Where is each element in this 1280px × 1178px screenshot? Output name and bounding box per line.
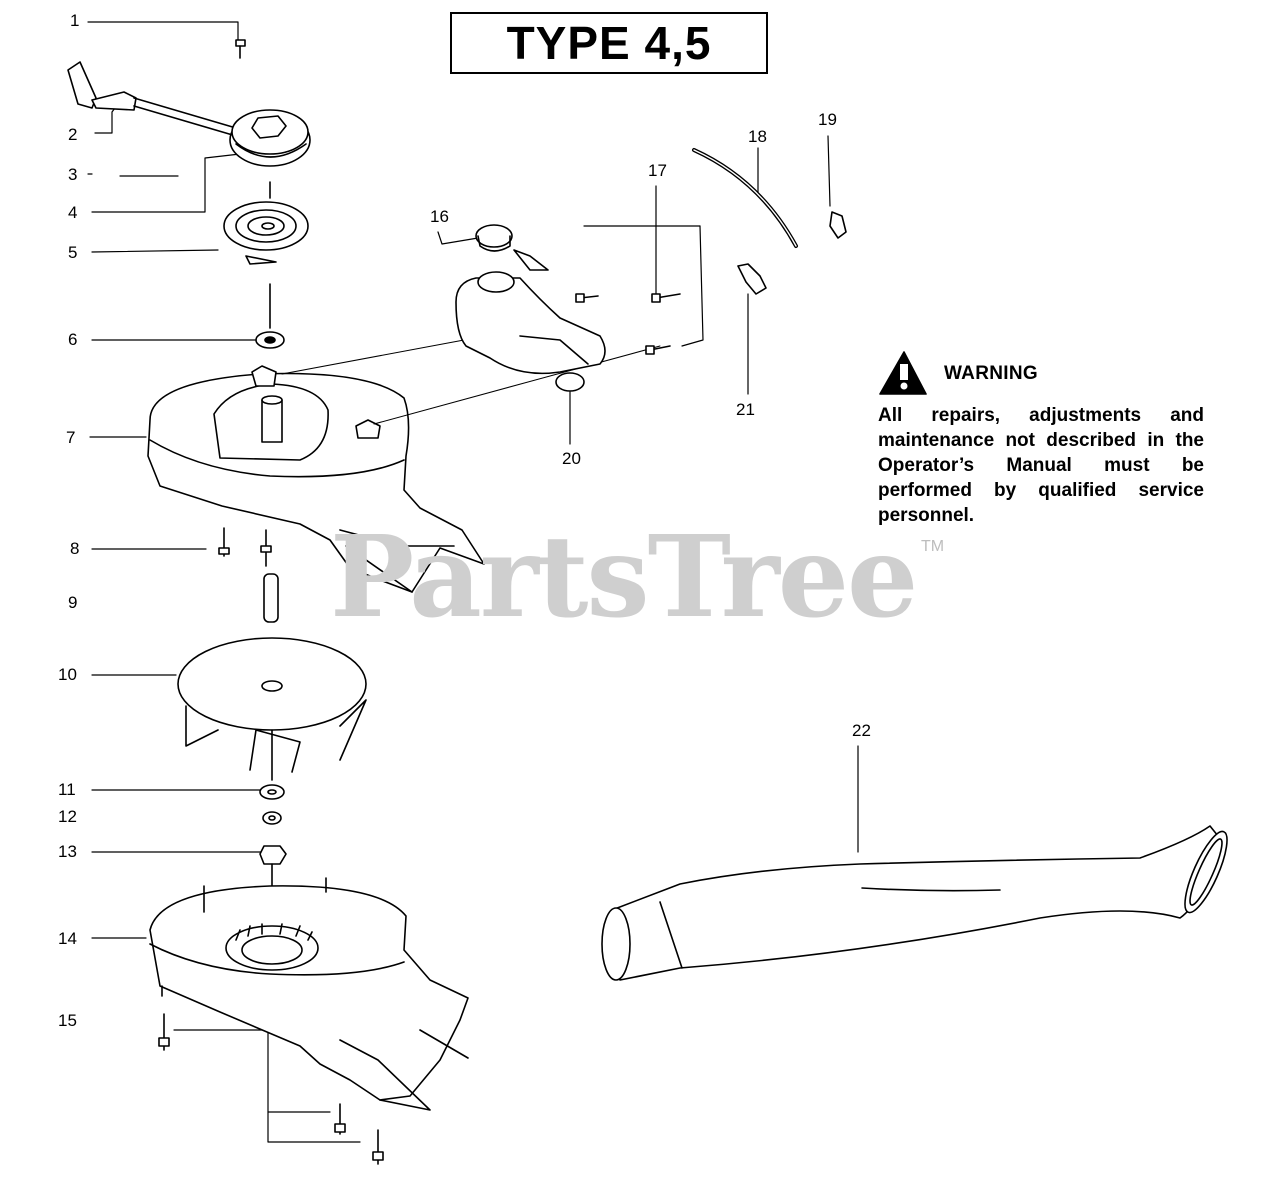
callout-17: 17 (648, 161, 667, 180)
starter-pulley-icon (229, 109, 311, 167)
recoil-spring-icon (223, 181, 309, 265)
callout-18: 18 (748, 127, 767, 146)
assembly-lines (281, 339, 661, 425)
warning-icon-spacer (874, 350, 930, 398)
screws-15-icon (158, 1013, 384, 1165)
callout-15: 15 (58, 1011, 77, 1030)
callout-21: 21 (736, 400, 755, 419)
warning-header: WARNING (874, 350, 1038, 398)
upper-fan-housing-icon (147, 365, 485, 593)
callout-3: 3 (68, 165, 78, 184)
lower-fan-housing-icon (149, 877, 469, 1111)
sleeve-9-icon (263, 573, 279, 623)
callout-1: 1 (70, 11, 80, 30)
tank-screws-icon (575, 293, 681, 355)
callout-20: 20 (562, 449, 581, 468)
washer-11-icon (259, 784, 285, 800)
watermark-trademark: TM (921, 538, 945, 555)
callout-16: 16 (430, 207, 449, 226)
callout-12: 12 (58, 807, 77, 826)
type-title: TYPE 4,5 (506, 17, 712, 69)
callout-8: 8 (70, 539, 80, 558)
washer-12-icon (262, 811, 282, 825)
starter-handle-icon (67, 61, 237, 137)
callout-14: 14 (58, 929, 77, 948)
warning-icon (879, 351, 927, 395)
screws-8-icon (218, 527, 272, 567)
callout-2: 2 (68, 125, 78, 144)
callout-9: 9 (68, 593, 78, 612)
callout-19: 19 (818, 110, 837, 129)
callout-7: 7 (66, 428, 76, 447)
warning-text: All repairs, adjustments and maintenance… (878, 405, 1204, 526)
fan-impeller-icon (177, 637, 367, 781)
callout-10: 10 (58, 665, 77, 684)
callout-11: 11 (58, 780, 76, 799)
callout-6: 6 (68, 330, 78, 349)
fitting-21-icon (737, 263, 767, 295)
blower-tube-icon (601, 825, 1228, 981)
fuel-cap-icon (475, 224, 549, 271)
warning-label: WARNING (944, 363, 1038, 384)
screw-1-icon (235, 39, 246, 59)
type-title-box: TYPE 4,5 (450, 12, 768, 74)
watermark-text: PartsTree (330, 512, 918, 643)
fuel-line-icon (692, 148, 798, 248)
callout-5: 5 (68, 243, 78, 262)
fuel-tank-icon (455, 271, 606, 392)
washer-6-icon (255, 283, 285, 349)
leader-lines (87, 21, 859, 1143)
callout-4: 4 (68, 203, 78, 222)
callout-13: 13 (58, 842, 77, 861)
callout-22: 22 (852, 721, 871, 740)
fuel-filter-icon (829, 211, 847, 239)
